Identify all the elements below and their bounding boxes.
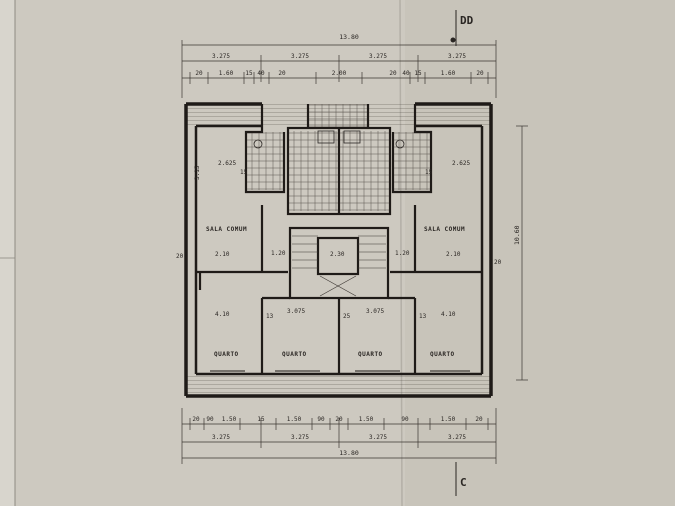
- dim-bottom-detail-7: 20: [335, 416, 343, 423]
- paper-edge-left: [0, 0, 15, 506]
- bath-right-tiles: [393, 132, 431, 190]
- dim-bottom-detail-8: 1.50: [359, 416, 374, 423]
- dim-qwall-c: 13: [419, 313, 427, 320]
- section-marker-bottom: C: [455, 462, 467, 496]
- dim-top-detail-10: 1.60: [441, 70, 456, 77]
- dim-bottom-detail-10: 1.50: [441, 416, 456, 423]
- dim-stair: 2.30: [330, 251, 345, 258]
- dim-top-detail-2: 1.60: [219, 70, 234, 77]
- floor-plan: SALA COMUM SALA COMUM QUARTO QUARTO QUAR…: [176, 102, 502, 398]
- dim-quarto-a: 4.10: [215, 311, 230, 318]
- dim-bottom-module-2: 3.275: [291, 434, 309, 441]
- dim-qwall-a: 13: [266, 313, 274, 320]
- dim-sala-left-width: 2.625: [218, 160, 236, 167]
- dim-quarto-c: 3.075: [366, 308, 384, 315]
- dim-sala-left-depth: 3.15: [194, 165, 201, 180]
- dim-bottom-detail-5: 1.50: [287, 416, 302, 423]
- service-balcony-tiles: [308, 104, 368, 128]
- dim-top-module-2: 3.275: [291, 53, 309, 60]
- dim-sala-right-width: 2.625: [452, 160, 470, 167]
- paper-fold-center: [399, 0, 403, 506]
- dim-top-module-3: 3.275: [369, 53, 387, 60]
- dim-hall-right-width: 1.20: [395, 250, 410, 257]
- dim-top-detail-11: 20: [476, 70, 484, 77]
- dim-top-detail-8: 40: [402, 70, 410, 77]
- dim-top-detail-7: 20: [389, 70, 397, 77]
- dim-outer-left: 20: [176, 253, 184, 260]
- kitchen-left-tiles: [288, 131, 340, 211]
- dim-top-detail-5: 20: [278, 70, 286, 77]
- dim-top-detail-9: 15: [414, 70, 422, 77]
- dim-bottom-module-1: 3.275: [212, 434, 230, 441]
- right-dimension-line: [516, 125, 528, 381]
- room-label-quarto-1: QUARTO: [214, 351, 239, 358]
- dim-top-detail-4: 40: [257, 70, 265, 77]
- room-label-quarto-3: QUARTO: [358, 351, 383, 358]
- dim-qwall-b: 25: [343, 313, 351, 320]
- balcony-bottom: [186, 374, 491, 396]
- dim-hall-left-width: 1.20: [271, 250, 286, 257]
- dim-hall-right-depth: 2.10: [446, 251, 461, 258]
- dim-bottom-module-4: 3.275: [448, 434, 466, 441]
- dim-quarto-d: 4.10: [441, 311, 456, 318]
- dim-top-module-4: 3.275: [448, 53, 466, 60]
- dim-top-detail-3: 15: [245, 70, 253, 77]
- dim-quarto-b: 3.075: [287, 308, 305, 315]
- paper-shade-right: [405, 0, 675, 506]
- section-label-bottom: C: [460, 476, 467, 489]
- room-label-quarto-2: QUARTO: [282, 351, 307, 358]
- toilet-right: [395, 139, 405, 149]
- kitchen-right-tiles: [340, 131, 390, 211]
- sink-left: [317, 130, 335, 144]
- dim-bottom-detail-3: 1.50: [222, 416, 237, 423]
- dim-wall-left: 15: [240, 169, 248, 176]
- dim-bottom-detail-9: 90: [401, 416, 409, 423]
- top-dimension-lines: [181, 40, 497, 98]
- dim-outer-right: 20: [494, 259, 502, 266]
- dim-right-overall: 10.60: [513, 225, 521, 245]
- dim-top-module-1: 3.275: [212, 53, 230, 60]
- dim-bottom-detail-1: 20: [192, 416, 200, 423]
- room-label-quarto-4: QUARTO: [430, 351, 455, 358]
- dim-top-detail-1: 20: [195, 70, 203, 77]
- bottom-dimension-lines: [181, 408, 497, 464]
- stair-treads: [292, 235, 386, 297]
- section-marker-top: DD: [450, 10, 474, 46]
- dim-bottom-detail-6: 90: [317, 416, 325, 423]
- dim-bottom-detail-4: 15: [257, 416, 265, 423]
- dim-wall-right: 15: [425, 169, 433, 176]
- dim-bottom-detail-11: 20: [475, 416, 483, 423]
- dim-top-detail-6: 2.00: [332, 70, 347, 77]
- section-label-top: DD: [460, 14, 474, 27]
- dim-hall-left-depth: 2.10: [215, 251, 230, 258]
- dim-total-top: 13.80: [339, 33, 359, 41]
- toilet-left: [253, 139, 263, 149]
- bath-left-tiles: [246, 132, 284, 190]
- dim-bottom-module-3: 3.275: [369, 434, 387, 441]
- dim-bottom-detail-2: 90: [206, 416, 214, 423]
- room-label-sala-right: SALA COMUM: [424, 226, 465, 233]
- room-label-sala-left: SALA COMUM: [206, 226, 247, 233]
- sink-right: [343, 130, 361, 144]
- dim-total-bottom: 13.80: [339, 449, 359, 457]
